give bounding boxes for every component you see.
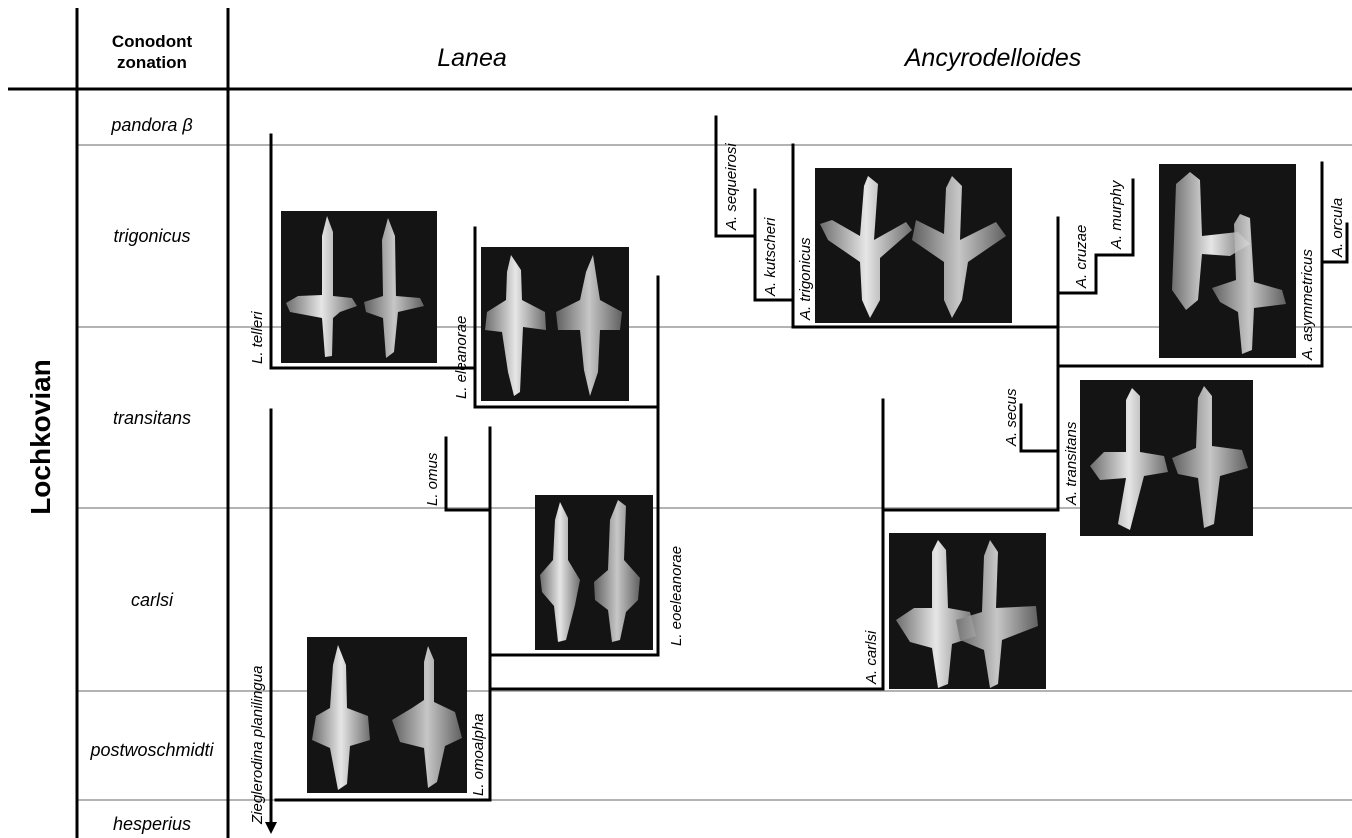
taxon-label-a-cruzae: A. cruzae [1073,225,1090,289]
taxon-label-l-telleri: L. telleri [249,311,266,364]
genus-header-ancyrodelloides: Ancyrodelloides [903,44,1082,72]
zonation-header-line2: zonation [117,53,187,72]
taxon-label-a-trigonicus: A. trigonicus [797,237,814,321]
photo-a-trigonicus [815,168,1012,323]
taxon-label-l-omus: L. omus [424,452,441,506]
photo-l-telleri [281,211,437,363]
zone-label-trigonicus: trigonicus [113,226,190,246]
photo-l-omoalpha [307,637,467,793]
taxon-label-l-omoalpha: L. omoalpha [470,713,487,796]
zone-label-postwoschmidti: postwoschmidti [89,740,214,760]
taxon-label-a-carlsi: A. carlsi [863,630,880,685]
stage-label: Lochkovian [25,359,56,515]
lineage-l-omus [446,438,490,510]
genus-header-lanea: Lanea [437,44,507,72]
taxon-label-a-murphy: A. murphy [1108,179,1125,250]
zone-label-hesperius: hesperius [113,814,191,834]
zonation-header-line1: Conodont [112,32,193,51]
taxon-label-a-transitans: A. transitans [1063,421,1080,506]
photo-l-eleanorae [481,247,629,401]
zone-label-pandora-beta: pandora β [110,115,192,135]
taxon-label-a-secus: A. secus [1003,388,1020,447]
taxon-label-a-sequeirosi: A. sequeirosi [723,143,740,231]
taxon-label-l-eleanorae: L. eleanorae [453,316,470,399]
zone-label-carlsi: carlsi [131,590,174,610]
taxon-label-l-eoeleanorae: L. eoeleanorae [668,546,685,646]
photo-a-asymmetricus [1159,164,1296,358]
taxon-label-a-asymmetricus: A. asymmetricus [1299,249,1316,361]
photo-a-transitans [1080,380,1253,536]
photo-l-eoeleanorae [535,495,653,650]
taxon-label-a-orcula: A. orcula [1329,198,1346,258]
taxon-label-a-kutscheri: A. kutscheri [762,217,779,297]
lineage-a-secus [1021,405,1058,451]
zone-label-transitans: transitans [113,408,191,428]
taxon-label-zieglerodina: Zieglerodina planilingua [249,666,266,825]
photo-a-carlsi [889,533,1046,689]
arrow-down-icon [265,822,277,834]
